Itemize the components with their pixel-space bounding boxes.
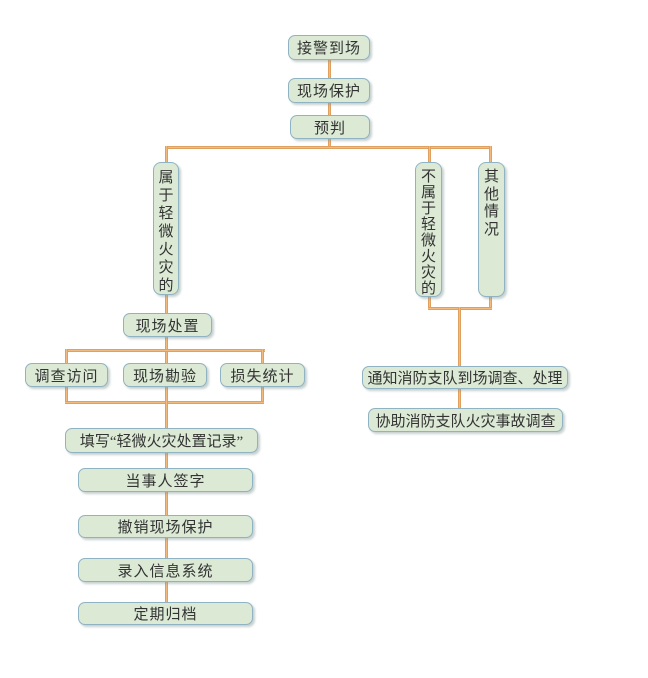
node-party-signature: 当事人签字 (78, 468, 253, 492)
connector-line (165, 294, 168, 314)
connector-line (165, 146, 492, 149)
node-other-situations: 其他情况 (478, 162, 505, 297)
connector-line (165, 491, 168, 516)
node-minor-fire: 属于轻微火灾的 (153, 162, 179, 295)
node-receive-alarm: 接警到场 (288, 35, 370, 60)
node-fill-disposal-record: 填写“轻微火灾处置记录” (65, 428, 258, 453)
connector-line (165, 581, 168, 603)
connector-line (165, 537, 168, 559)
connector-line (65, 349, 265, 352)
node-loss-statistics: 损失统计 (220, 363, 305, 387)
connector-line (65, 386, 68, 404)
connector-line (458, 388, 461, 409)
connector-line (489, 146, 492, 163)
node-scene-inspection: 现场勘验 (123, 363, 207, 387)
connector-line (261, 386, 264, 404)
connector-line (261, 349, 264, 364)
connector-line (328, 102, 331, 116)
connector-line (65, 401, 264, 404)
node-investigation-interview: 调查访问 (25, 363, 108, 387)
connector-line (458, 307, 461, 367)
connector-line (328, 138, 331, 149)
node-assist-fire-investigation: 协助消防支队火灾事故调查 (368, 408, 563, 432)
connector-line (165, 146, 168, 163)
node-notify-fire-brigade: 通知消防支队到场调查、处理 (362, 366, 568, 389)
connector-line (428, 146, 431, 163)
connector-line (428, 296, 431, 310)
node-enter-info-system: 录入信息系统 (78, 558, 253, 582)
node-withdraw-scene-protection: 撤销现场保护 (78, 515, 253, 538)
node-periodic-archiving: 定期归档 (78, 602, 253, 625)
connector-line (165, 386, 168, 429)
node-not-minor-fire: 不属于轻微火灾的 (415, 162, 442, 297)
node-scene-disposal: 现场处置 (123, 313, 212, 337)
node-scene-protection: 现场保护 (288, 78, 370, 103)
connector-line (489, 296, 492, 310)
connector-line (165, 451, 168, 469)
connector-line (65, 349, 68, 364)
connector-line (328, 60, 331, 79)
node-prejudgment: 预判 (290, 115, 370, 139)
